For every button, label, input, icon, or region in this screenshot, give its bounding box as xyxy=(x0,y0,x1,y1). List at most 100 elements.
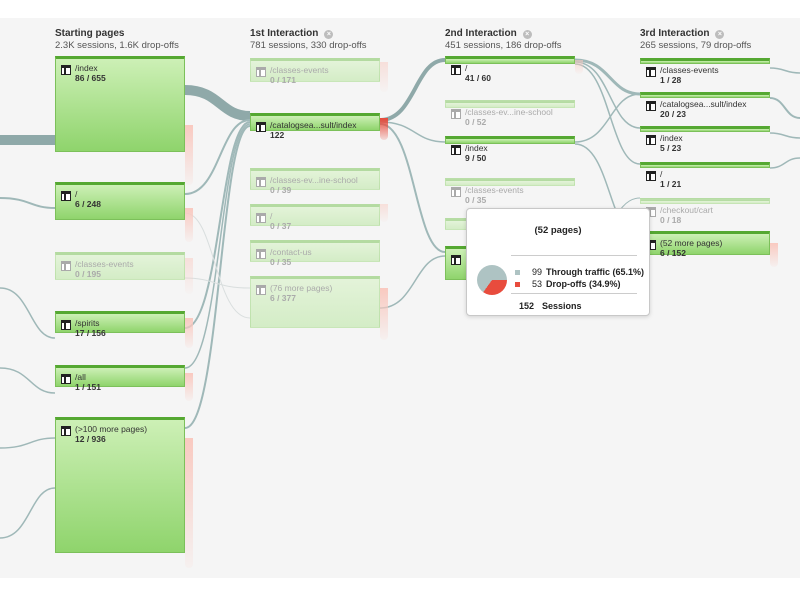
node-first-root[interactable]: /0 / 37 xyxy=(250,204,380,231)
flow-link xyxy=(574,58,641,96)
page-icon xyxy=(451,145,461,155)
tooltip-drop-offs: 53 Drop-offs (34.9%) xyxy=(515,279,621,289)
column-subtitle: 265 sessions, 79 drop-offs xyxy=(640,40,752,51)
column-title: Starting pages xyxy=(55,28,125,39)
page-icon xyxy=(61,374,71,384)
node-second-more-pages[interactable] xyxy=(445,246,467,280)
column-header-3rd-interaction: 3rd Interaction × 265 sessions, 79 drop-o… xyxy=(640,28,751,52)
dropoff-indicator xyxy=(185,438,193,568)
tooltip-divider xyxy=(511,293,637,294)
page-icon xyxy=(256,285,266,295)
close-icon[interactable]: × xyxy=(715,29,725,39)
flow-link xyxy=(0,367,56,394)
tooltip-sessions: 152 Sessions xyxy=(519,301,582,311)
page-icon xyxy=(646,135,656,145)
flow-link xyxy=(769,132,800,139)
through-traffic-swatch xyxy=(515,269,520,275)
page-icon xyxy=(61,426,71,436)
page-icon xyxy=(646,67,656,77)
node-second-root[interactable]: /41 / 60 xyxy=(445,56,575,83)
node-third-root[interactable]: /1 / 21 xyxy=(640,162,770,189)
page-icon xyxy=(256,67,266,77)
node-tooltip: (52 pages) 99 Through traffic (65.1%) 53… xyxy=(466,208,650,316)
flow-link xyxy=(0,487,56,539)
node-start-root[interactable]: /6 / 248 xyxy=(55,182,185,220)
flow-link xyxy=(184,212,251,319)
page-icon xyxy=(646,171,656,181)
dropoff-indicator xyxy=(185,318,193,348)
node-label: /41 / 60 xyxy=(465,63,491,83)
sessions-label: Sessions xyxy=(542,301,582,311)
flow-link xyxy=(0,197,56,209)
flow-link xyxy=(379,123,446,253)
flow-link xyxy=(0,437,56,449)
dropoff-indicator xyxy=(185,208,193,242)
column-subtitle: 2.3K sessions, 1.6K drop-offs xyxy=(55,40,179,51)
behavior-flow-canvas: Starting pages 2.3K sessions, 1.6K drop-… xyxy=(0,18,800,578)
dropoff-indicator xyxy=(185,373,193,401)
node-label: /1 / 21 xyxy=(660,169,682,189)
flow-link xyxy=(769,67,800,74)
column-title: 3rd Interaction xyxy=(640,28,710,39)
close-icon[interactable]: × xyxy=(324,29,334,39)
dropoff-indicator xyxy=(770,243,778,267)
node-third-more-pages[interactable]: (52 more pages)6 / 152 xyxy=(640,231,770,258)
dropoff-indicator xyxy=(380,204,388,222)
page-icon xyxy=(61,261,71,271)
node-second-hidden[interactable] xyxy=(445,218,467,230)
column-subtitle: 781 sessions, 330 drop-offs xyxy=(250,40,367,51)
drop-offs-label: Drop-offs (34.9%) xyxy=(546,279,621,289)
tooltip-divider xyxy=(511,255,637,256)
page-icon xyxy=(451,65,461,75)
node-label: (52 more pages)6 / 152 xyxy=(660,238,723,258)
close-icon[interactable]: × xyxy=(522,29,532,39)
node-label: /0 / 37 xyxy=(270,211,292,231)
column-header-1st-interaction: 1st Interaction × 781 sessions, 330 drop-… xyxy=(250,28,367,52)
node-label: /6 / 248 xyxy=(75,189,101,209)
dropoff-indicator xyxy=(185,258,193,294)
page-icon xyxy=(256,249,266,259)
dropoff-indicator xyxy=(380,118,388,140)
traffic-pie-chart xyxy=(477,265,507,295)
column-title: 1st Interaction xyxy=(250,28,319,39)
page-icon xyxy=(256,122,266,132)
page-icon xyxy=(451,187,461,197)
dropoff-indicator xyxy=(185,125,193,185)
column-title: 2nd Interaction xyxy=(445,28,517,39)
column-subtitle: 451 sessions, 186 drop-offs xyxy=(445,40,562,51)
node-label: (76 more pages)6 / 377 xyxy=(270,283,333,303)
node-first-more-pages[interactable]: (76 more pages)6 / 377 xyxy=(250,276,380,328)
drop-offs-value: 53 xyxy=(531,279,542,289)
node-start-more-pages[interactable]: (>100 more pages)12 / 936 xyxy=(55,417,185,553)
page-icon xyxy=(61,191,71,201)
flow-link xyxy=(574,61,641,129)
flow-link xyxy=(0,287,56,339)
drop-offs-swatch xyxy=(515,281,520,287)
flow-link xyxy=(184,123,251,369)
